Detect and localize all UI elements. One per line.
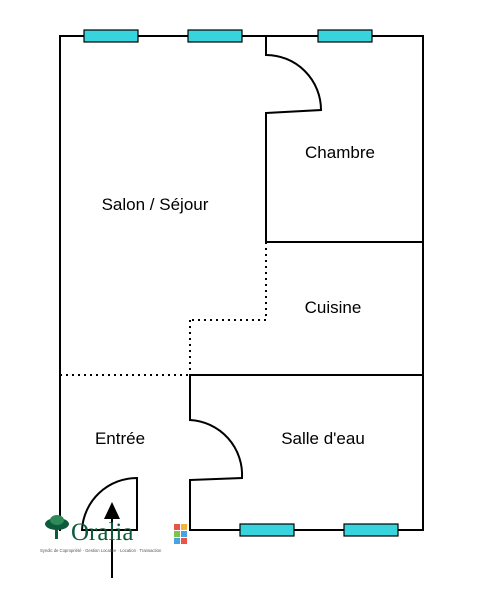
window [317,29,373,43]
window [343,523,399,537]
room-label-chambre: Chambre [305,143,375,162]
window [187,29,243,43]
room-label-entree: Entrée [95,429,145,448]
chambre-door [265,54,323,114]
logo-squares [174,524,187,544]
logo-tagline: Syndic de Copropriété · Gestion Locative… [40,548,162,553]
tree-icon [45,515,69,539]
oralia-logo: Oralia Syndic de Copropriété · Gestion L… [40,515,187,553]
open-separations [60,242,267,376]
interior-walls [189,35,424,531]
logo-name: Oralia [71,519,133,546]
doors [80,54,323,531]
up-arrow-icon [104,502,120,578]
window [83,29,139,43]
room-label-salle-eau: Salle d'eau [281,429,365,448]
entrance-door [80,476,138,531]
room-label-cuisine: Cuisine [305,298,362,317]
salle-eau-door [189,419,244,481]
room-label-salon: Salon / Séjour [102,195,209,214]
window [239,523,295,537]
windows [83,29,399,537]
exterior-walls [59,35,424,531]
